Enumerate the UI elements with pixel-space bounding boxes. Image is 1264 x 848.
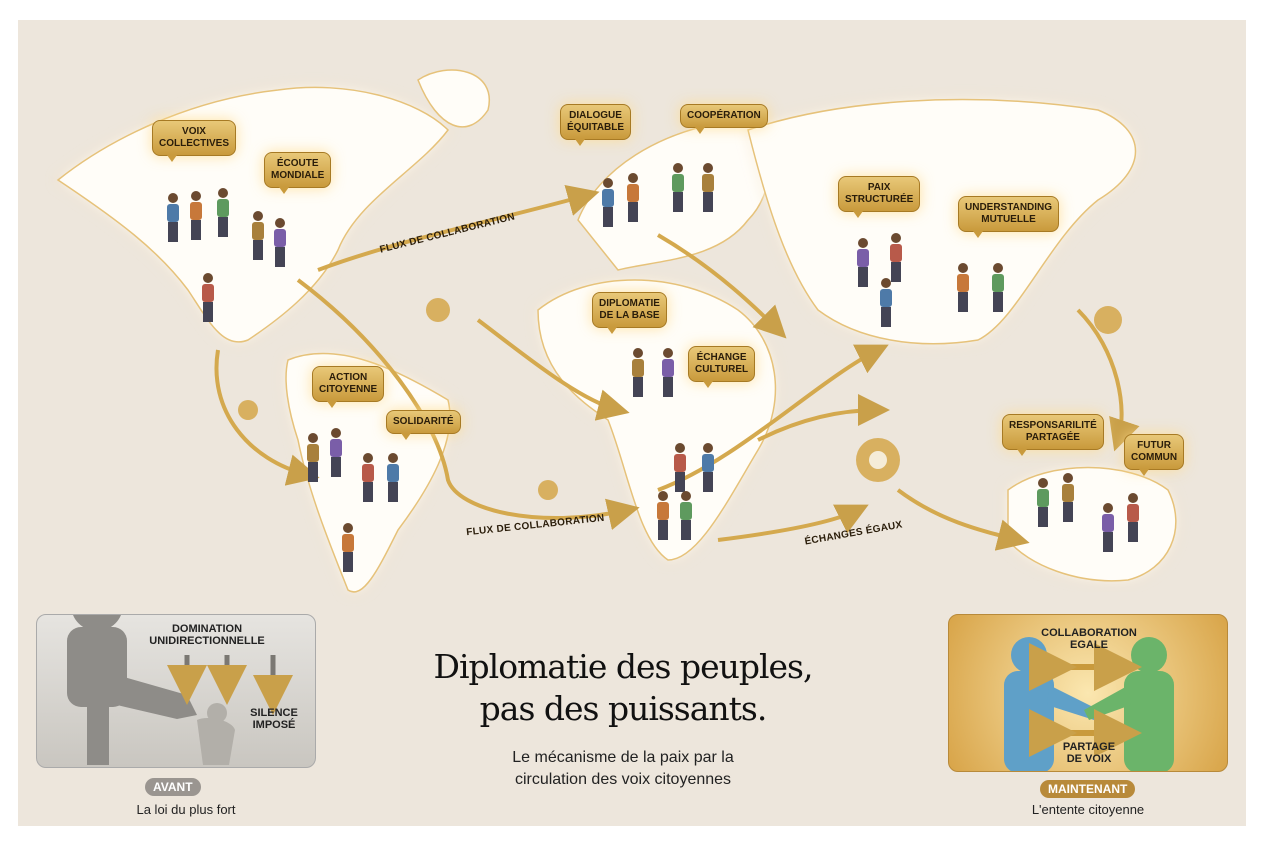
people-figures — [167, 163, 1139, 572]
person-figure — [252, 211, 264, 260]
person-figure — [632, 348, 644, 397]
collaboration-arrows — [214, 184, 1140, 551]
main-title: Diplomatie des peuples,pas des puissants… — [433, 647, 814, 728]
person-figure — [992, 263, 1004, 312]
person-figure — [1127, 493, 1139, 542]
asia — [747, 98, 1137, 345]
person-figure — [890, 233, 902, 282]
north-america — [56, 69, 491, 343]
person-figure — [387, 453, 399, 502]
person-figure — [702, 443, 714, 492]
before-badge: AVANT — [145, 778, 201, 796]
person-figure — [657, 491, 669, 540]
person-figure — [957, 263, 969, 312]
gear-icons — [238, 298, 1122, 500]
bubble-solidarite: SOLIDARITÉ — [386, 410, 461, 440]
person-figure — [274, 218, 286, 267]
person-figure — [217, 188, 229, 237]
after-badge: MAINTENANT — [1040, 780, 1136, 798]
europe-africa — [537, 119, 777, 561]
person-figure — [307, 433, 319, 482]
person-figure — [602, 178, 614, 227]
bubble-cooperation: COOPÉRATION — [680, 104, 768, 134]
person-figure — [342, 523, 354, 572]
person-figure — [627, 173, 639, 222]
before-caption: La loi du plus fort — [136, 802, 236, 817]
person-figure — [702, 163, 714, 212]
person-figure — [680, 491, 692, 540]
person-figure — [167, 193, 179, 242]
person-figure — [330, 428, 342, 477]
person-figure — [857, 238, 869, 287]
person-figure — [880, 278, 892, 327]
person-figure — [1102, 503, 1114, 552]
person-figure — [202, 273, 214, 322]
handshake-illustration — [1004, 637, 1174, 771]
person-figure — [190, 191, 202, 240]
after-caption: L'entente citoyenne — [1031, 802, 1145, 817]
person-figure — [672, 163, 684, 212]
person-figure — [674, 443, 686, 492]
person-figure — [1062, 473, 1074, 522]
domination-illustration — [67, 615, 293, 765]
person-figure — [662, 348, 674, 397]
person-figure — [362, 453, 374, 502]
person-figure — [1037, 478, 1049, 527]
australia — [1007, 466, 1177, 582]
